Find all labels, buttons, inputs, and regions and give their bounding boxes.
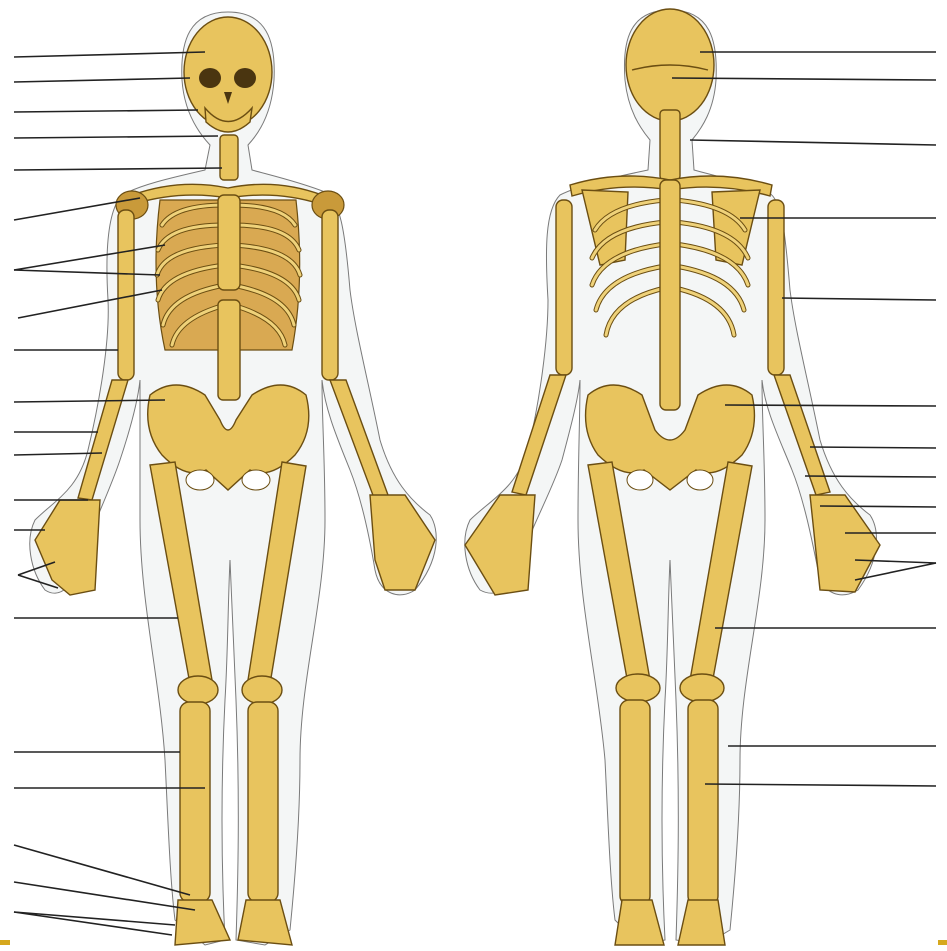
leader-right-7 — [810, 447, 936, 448]
leader-left-20 — [14, 882, 195, 910]
back-foramen-right — [687, 470, 713, 490]
right-tibia-fibula — [180, 702, 210, 902]
leader-left-1 — [14, 52, 205, 57]
leader-left-2 — [14, 78, 190, 82]
leader-right-5 — [782, 298, 936, 300]
right-humerus — [118, 210, 134, 380]
obturator-right — [242, 470, 270, 490]
accent-bottom-left — [0, 940, 10, 945]
left-tibia-fibula — [248, 702, 278, 902]
back-right-lower-leg — [688, 700, 718, 905]
leader-right-6 — [725, 405, 936, 406]
anterior-skeleton — [30, 12, 436, 945]
left-humerus — [322, 210, 338, 380]
right-knee — [178, 676, 218, 704]
accent-bottom-right — [938, 940, 947, 945]
leader-left-4 — [14, 136, 218, 138]
sternum — [218, 195, 240, 290]
back-left-knee — [616, 674, 660, 702]
leader-left-5 — [14, 168, 222, 170]
back-spine — [660, 180, 680, 410]
back-left-lower-leg — [620, 700, 650, 905]
left-knee — [242, 676, 282, 704]
left-eye-socket — [199, 68, 221, 88]
back-right-humerus — [768, 200, 784, 375]
leader-right-8 — [805, 476, 936, 477]
lumbar-vertebrae — [218, 300, 240, 400]
leader-left-3 — [14, 110, 198, 112]
right-eye-socket — [234, 68, 256, 88]
leader-right-9 — [820, 506, 936, 507]
cervical-vertebrae — [220, 135, 238, 180]
leader-left-19 — [14, 845, 190, 895]
back-right-knee — [680, 674, 724, 702]
back-left-humerus — [556, 200, 572, 375]
back-cervical — [660, 110, 680, 180]
back-foramen-left — [627, 470, 653, 490]
leader-right-3 — [690, 140, 936, 145]
obturator-left — [186, 470, 214, 490]
posterior-skeleton — [465, 9, 880, 945]
